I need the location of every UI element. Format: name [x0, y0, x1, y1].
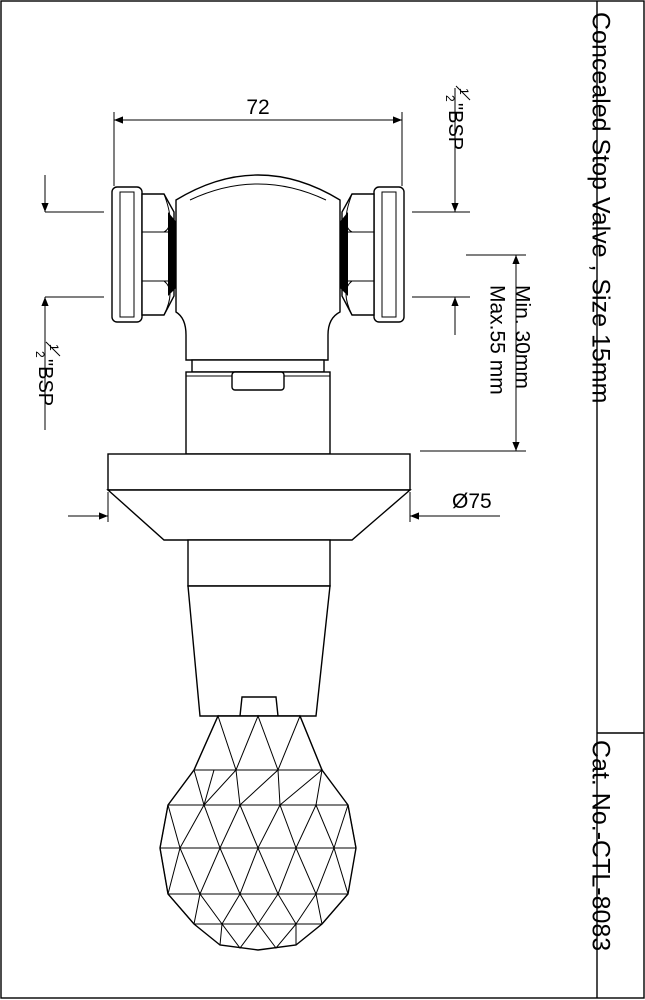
depth-dimension: Min. 30mm Max.55 mm — [420, 254, 534, 452]
depth-min-label: Min. 30mm — [511, 285, 534, 389]
catalog-number: Cat. No.-CTL-8083 — [586, 740, 614, 951]
right-thread-label: "BSP — [444, 103, 466, 150]
left-thread-label: "BSP — [34, 359, 56, 406]
width-value: 72 — [246, 96, 269, 119]
width-dimension: 72 — [113, 96, 403, 186]
valve-neck — [191, 359, 325, 373]
right-thread-dimension: 1 2 "BSP — [412, 85, 471, 335]
right-thread-den: 2 — [443, 95, 457, 102]
right-end-cap — [373, 186, 405, 323]
flange-plate — [107, 453, 411, 491]
valve-body — [106, 174, 412, 717]
drawing-title: Concealed Stop Valve , Size 15mm — [586, 12, 614, 403]
extension-sleeve — [187, 539, 331, 587]
diameter-value: Ø75 — [452, 490, 492, 513]
depth-max-label: Max.55 mm — [486, 285, 509, 395]
tapered-shroud — [187, 585, 331, 717]
crystal-outline — [159, 715, 357, 951]
crystal-handle — [159, 714, 357, 951]
diameter-dimension: Ø75 — [68, 490, 500, 522]
handle-cap — [239, 696, 279, 717]
left-thread-den: 2 — [33, 351, 47, 358]
left-end-cap — [111, 186, 143, 323]
escutcheon-cone — [106, 489, 412, 541]
central-housing — [175, 174, 341, 361]
left-thread-dimension: 1 2 "BSP — [33, 175, 104, 430]
right-thread-num: 1 — [457, 88, 471, 95]
left-thread-num: 1 — [47, 344, 61, 351]
